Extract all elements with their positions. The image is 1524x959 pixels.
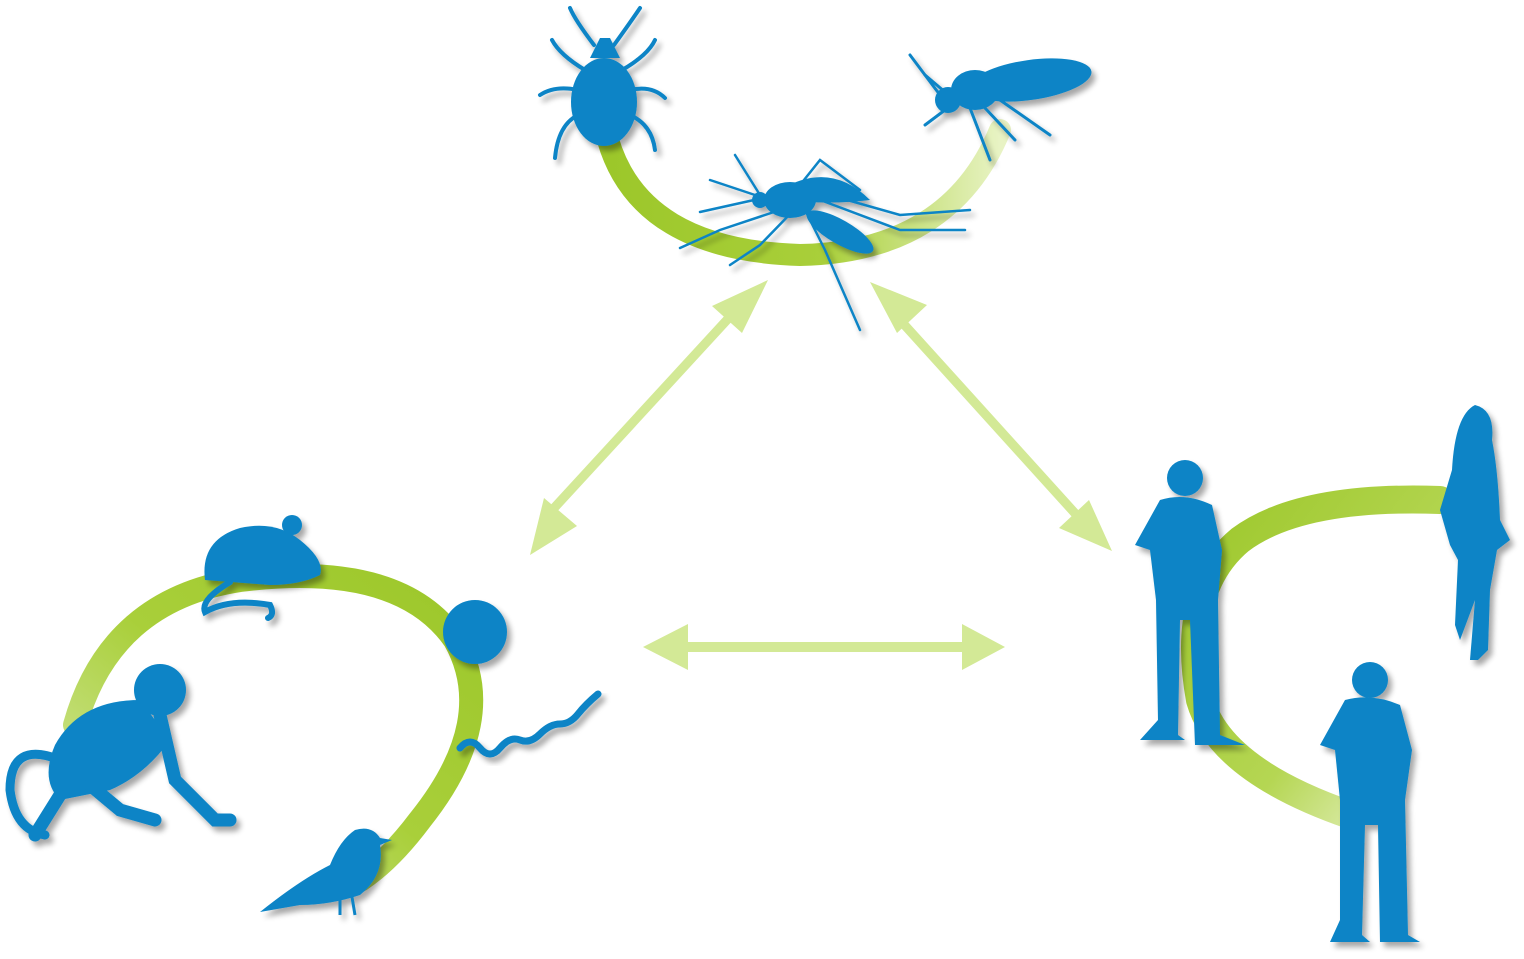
mouse-icon: [201, 515, 321, 621]
monkey-icon: [5, 664, 237, 842]
spirochete-bacterium-icon: [456, 690, 602, 758]
man-icon: [1320, 662, 1420, 942]
bird-icon: [260, 828, 392, 916]
tick-icon: [538, 6, 667, 160]
virus-particle-icon: [443, 600, 507, 664]
sandfly-icon: [908, 53, 1092, 162]
arrow-vector-animal: [530, 280, 768, 555]
animal-cycle-band: [63, 564, 484, 892]
woman-icon: [1440, 405, 1510, 660]
arrow-vector-human: [870, 282, 1112, 551]
arrow-animal-human: [643, 624, 1005, 670]
man-icon: [1135, 460, 1245, 745]
vector-cycle-band: [597, 119, 1011, 267]
mosquito-icon: [678, 153, 972, 332]
